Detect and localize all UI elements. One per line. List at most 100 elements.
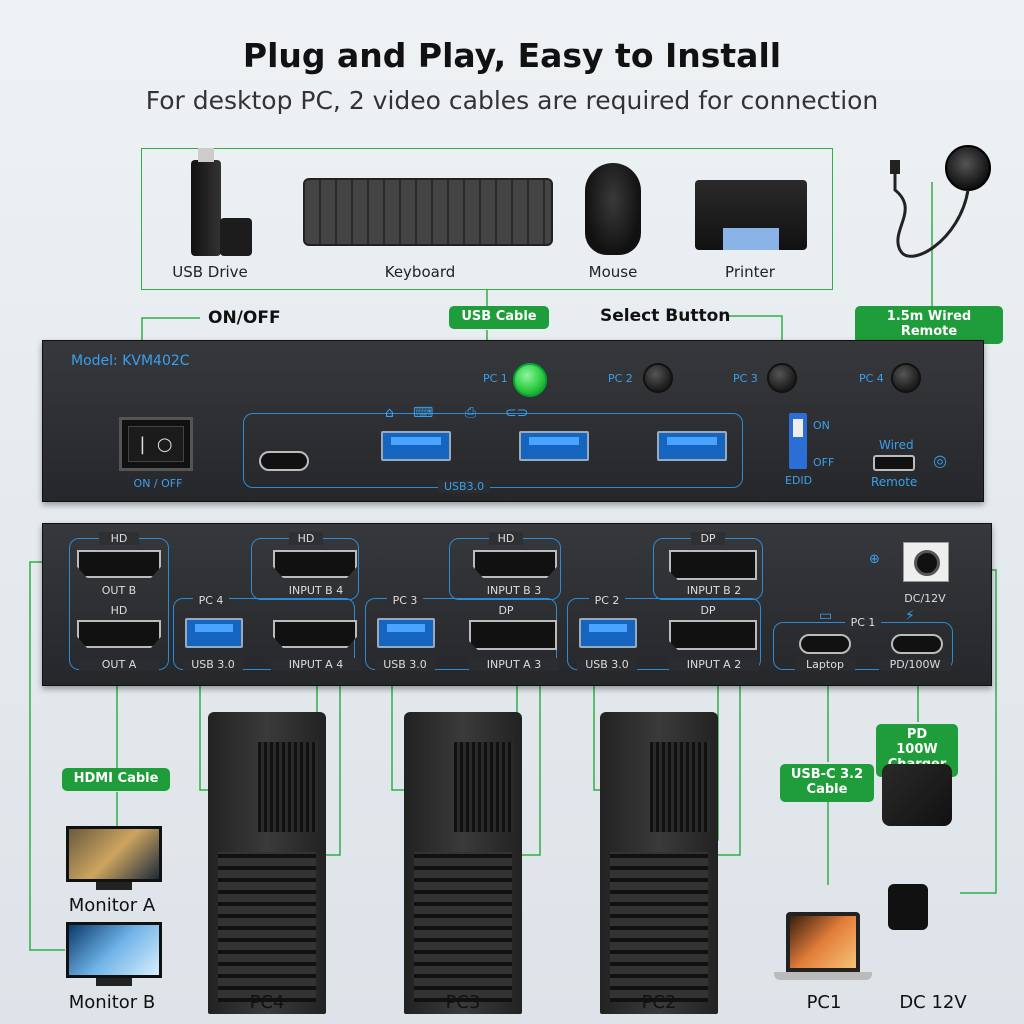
input-a2-dp-label: DP xyxy=(700,604,716,617)
keyboard-icon xyxy=(303,178,553,246)
pc4-rear-label: PC 4 xyxy=(193,594,229,607)
select-button-callout: Select Button xyxy=(600,306,731,326)
mouse-small-icon: ⌂ xyxy=(385,405,394,421)
laptop-usbc-port[interactable] xyxy=(799,634,851,654)
monitor-a-stand xyxy=(96,882,132,890)
remote-small-icon: ◎ xyxy=(933,451,947,470)
usbc-cable-callout: USB-C 3.2 Cable xyxy=(780,764,874,802)
pc2-label: PC 2 xyxy=(608,372,633,385)
input-a3-label: INPUT A 3 xyxy=(469,658,559,671)
pc2-label: PC2 xyxy=(641,992,677,1013)
usb-drive-icon xyxy=(186,148,256,260)
pc3-rear-label: PC 3 xyxy=(387,594,423,607)
pc2-usb-label: USB 3.0 xyxy=(577,658,637,671)
input-a4-port[interactable] xyxy=(273,620,357,648)
printer-small-icon: ⎙ xyxy=(465,405,477,421)
pc3-label: PC 3 xyxy=(733,372,758,385)
on-off-callout: ON/OFF xyxy=(208,308,281,328)
pc4-tower-icon xyxy=(208,712,326,1014)
input-b2-label: INPUT B 2 xyxy=(686,584,742,597)
edid-off-label: OFF xyxy=(813,456,835,469)
edid-on-label: ON xyxy=(813,419,830,432)
pc2-rear-group xyxy=(567,598,761,670)
remote-cable-icon xyxy=(890,160,970,258)
pc4-usb-label: USB 3.0 xyxy=(183,658,243,671)
wired-remote-icon xyxy=(945,145,991,191)
pd-usbc-port[interactable] xyxy=(891,634,943,654)
input-b4-port[interactable] xyxy=(273,550,357,578)
remote-port[interactable] xyxy=(873,455,915,471)
pd-label: PD/100W xyxy=(879,658,951,671)
page-subtitle: For desktop PC, 2 video cables are requi… xyxy=(145,86,879,115)
out-a-hd-label: HD xyxy=(110,604,128,617)
peripheral-keyboard: Keyboard xyxy=(384,263,456,281)
dc-adapter-icon xyxy=(888,884,928,930)
pc3-tower-icon xyxy=(404,712,522,1014)
bolt-small-icon: ⚡ xyxy=(905,608,915,624)
keyboard-small-icon: ⌨ xyxy=(413,405,434,421)
input-b3-label: INPUT B 3 xyxy=(486,584,542,597)
dc-label: DC/12V xyxy=(904,592,946,605)
usb-port-printer[interactable] xyxy=(519,431,589,461)
pc4-button[interactable] xyxy=(891,363,921,393)
printer-icon xyxy=(695,180,807,250)
input-a3-port[interactable] xyxy=(469,620,557,650)
switch-label: ON / OFF xyxy=(133,477,183,490)
dc12-label: DC 12V xyxy=(899,992,967,1013)
input-a2-port[interactable] xyxy=(669,620,757,650)
input-b3-hd-label: HD xyxy=(489,532,523,545)
pc4-label: PC 4 xyxy=(859,372,884,385)
monitor-b-icon xyxy=(66,922,162,978)
pd-charger-icon xyxy=(882,764,952,826)
usb-cable-callout: USB Cable xyxy=(449,306,549,329)
pc4-label: PC4 xyxy=(249,992,285,1013)
dc-power-jack[interactable] xyxy=(903,542,949,582)
pc1-button[interactable] xyxy=(513,363,547,397)
dc-polarity-icon: ⊕ xyxy=(869,552,880,567)
pc1-label: PC1 xyxy=(806,992,842,1013)
drive-small-icon: ⊂⊃ xyxy=(505,405,529,421)
pc2-tower-icon xyxy=(600,712,718,1014)
input-b3-port[interactable] xyxy=(473,550,557,578)
pc2-usb-port[interactable] xyxy=(579,618,637,648)
pc3-usb-label: USB 3.0 xyxy=(375,658,435,671)
hdmi-cable-callout: HDMI Cable xyxy=(62,768,170,791)
input-b2-port[interactable] xyxy=(669,550,757,580)
out-a-label: OUT A xyxy=(79,658,159,671)
pc4-usb-port[interactable] xyxy=(185,618,243,648)
pc2-button[interactable] xyxy=(643,363,673,393)
usb-port-drive[interactable] xyxy=(657,431,727,461)
power-switch[interactable]: | ○ xyxy=(119,417,193,471)
model-label: Model: KVM402C xyxy=(71,353,190,369)
peripherals-box xyxy=(141,148,833,290)
laptop-base xyxy=(774,972,872,980)
input-b2-dp-label: DP xyxy=(691,532,725,545)
input-b4-label: INPUT B 4 xyxy=(288,584,344,597)
laptop-small-icon: ▭ xyxy=(819,608,833,624)
monitor-a-label: Monitor A xyxy=(68,895,156,916)
pc2-rear-label: PC 2 xyxy=(589,594,625,607)
pc3-button[interactable] xyxy=(767,363,797,393)
out-a-port[interactable] xyxy=(77,620,161,648)
usb-c-port[interactable] xyxy=(259,451,309,471)
wired-label: Wired xyxy=(879,438,914,452)
usb-port-mouse-keyboard[interactable] xyxy=(381,431,451,461)
monitor-b-stand xyxy=(96,978,132,986)
mouse-icon xyxy=(585,163,641,255)
monitor-a-icon xyxy=(66,826,162,882)
peripheral-printer: Printer xyxy=(725,263,775,281)
input-b4-hd-label: HD xyxy=(289,532,323,545)
edid-dip-switch[interactable] xyxy=(789,413,807,469)
input-a4-label: INPUT A 4 xyxy=(271,658,361,671)
laptop-label: Laptop xyxy=(795,658,855,671)
pc3-usb-port[interactable] xyxy=(377,618,435,648)
wired-remote-callout: 1.5m Wired Remote xyxy=(855,306,1003,344)
monitor-b-label: Monitor B xyxy=(68,992,156,1013)
usb-port-group xyxy=(243,413,743,488)
laptop-icon xyxy=(786,912,860,972)
page-title: Plug and Play, Easy to Install xyxy=(242,36,782,75)
out-b-port[interactable] xyxy=(77,550,161,578)
input-a3-dp-label: DP xyxy=(498,604,514,617)
kvm-front-panel: Model: KVM402C | ○ ON / OFF PC 1 PC 2 PC… xyxy=(42,340,984,502)
kvm-rear-panel: HD OUT B HD OUT A PC 4 HD INPUT B 4 USB … xyxy=(42,523,992,686)
